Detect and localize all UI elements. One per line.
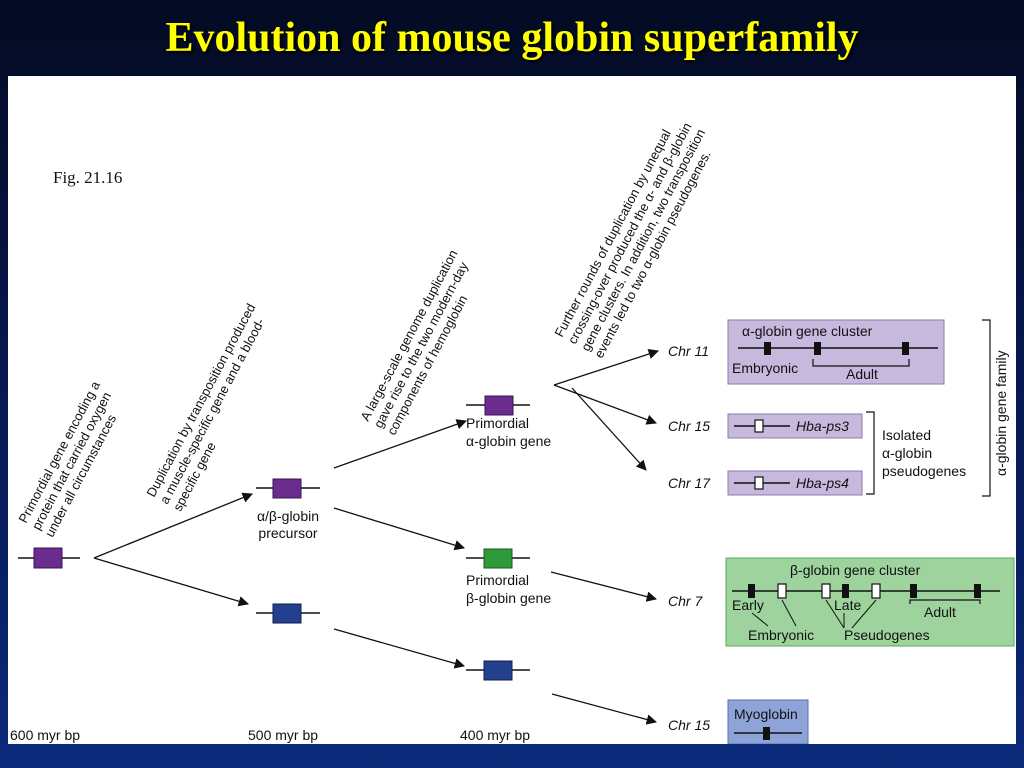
arrow-to-chr15a — [553, 384, 657, 425]
beta-pseudogenes-label: Pseudogenes — [844, 627, 930, 643]
beta-cluster-title: β-globin gene cluster — [790, 562, 921, 578]
isolated-label-3: pseudogenes — [882, 463, 966, 479]
arrow-to-chr17 — [571, 387, 647, 471]
isolated-label-2: α-globin — [882, 445, 932, 461]
precursor-gene — [256, 478, 320, 499]
alpha-adult-label: Adult — [846, 366, 878, 382]
desc-primordial: Primordial gene encoding a protein that … — [15, 378, 119, 540]
chr15a-label: Chr 15 — [668, 418, 710, 434]
desc-genome-dup: A large-scale genome duplication gave ri… — [357, 247, 472, 437]
precursor-label-1: α/β-globin — [257, 508, 319, 524]
hba-ps4-label: Hba-ps4 — [796, 475, 849, 491]
figure-panel: Fig. 21.16 Primordial gene encoding a pr… — [8, 76, 1016, 744]
chr15b-label: Chr 15 — [668, 717, 710, 733]
family-bracket — [982, 319, 991, 497]
arrow-to-muscle — [93, 557, 249, 607]
alpha-cluster: α-globin gene cluster Embryonic Adult — [727, 319, 945, 385]
hba-ps4-box: Hba-ps4 — [727, 470, 863, 496]
time-400: 400 myr bp — [460, 727, 530, 743]
arrow-to-myoglobin-400 — [333, 628, 466, 669]
alpha-embryonic-label: Embryonic — [732, 360, 798, 376]
beta-cluster: β-globin gene cluster Early Late Adult E… — [725, 557, 1015, 647]
desc-further: Further rounds of duplication by unequal… — [551, 120, 713, 360]
precursor-label-2: precursor — [258, 525, 317, 541]
globin-evolution-diagram: Fig. 21.16 Primordial gene encoding a pr… — [10, 120, 1015, 744]
arrow-to-chr11 — [553, 348, 659, 386]
time-600: 600 myr bp — [10, 727, 80, 743]
beta-late-label: Late — [834, 597, 861, 613]
slide-title: Evolution of mouse globin superfamily — [165, 15, 859, 61]
beta-embryonic-label: Embryonic — [748, 627, 814, 643]
beta-early-label: Early — [732, 597, 764, 613]
primordial-gene — [18, 547, 80, 569]
time-500: 500 myr bp — [248, 727, 318, 743]
desc-genome-dup-line-2: gave rise to the two modern-day — [371, 259, 472, 430]
chr7-label: Chr 7 — [668, 593, 703, 609]
arrow-to-beta — [333, 507, 465, 551]
alpha-cluster-title: α-globin gene cluster — [742, 323, 873, 339]
fig-label: Fig. 21.16 — [53, 168, 122, 187]
muscle-gene — [256, 603, 320, 624]
desc-primordial-line-2: protein that carried oxygen — [29, 389, 115, 532]
beta-primordial-label-1: Primordial — [466, 572, 529, 588]
alpha-primordial-gene — [466, 395, 530, 416]
alpha-primordial-label-2: α-globin gene — [466, 433, 551, 449]
arrow-to-alpha — [333, 419, 467, 469]
chr11-label: Chr 11 — [668, 343, 709, 359]
desc-transposition-line-2: a muscle-specific gene and a blood- — [157, 316, 268, 507]
myoglobin-label: Myoglobin — [734, 706, 798, 722]
desc-transposition: Duplication by transposition produced a … — [143, 301, 268, 514]
arrow-to-precursor — [93, 492, 253, 559]
hba-ps3-label: Hba-ps3 — [796, 418, 849, 434]
arrow-to-chr7 — [550, 571, 658, 602]
alpha-primordial-label-1: Primordial — [466, 415, 529, 431]
hba-ps3-box: Hba-ps3 — [727, 413, 863, 439]
beta-primordial-label-2: β-globin gene — [466, 590, 551, 606]
myoglobin-400-gene — [466, 660, 530, 681]
pseudogenes-bracket — [866, 411, 875, 495]
arrows — [93, 348, 659, 725]
chr17-label: Chr 17 — [668, 475, 711, 491]
arrow-to-chr15b — [551, 693, 658, 725]
beta-primordial-gene — [466, 548, 530, 569]
myoglobin-box: Myoglobin — [727, 699, 809, 744]
isolated-label-1: Isolated — [882, 427, 931, 443]
family-label: α-globin gene family — [993, 350, 1009, 476]
beta-adult-label: Adult — [924, 604, 956, 620]
